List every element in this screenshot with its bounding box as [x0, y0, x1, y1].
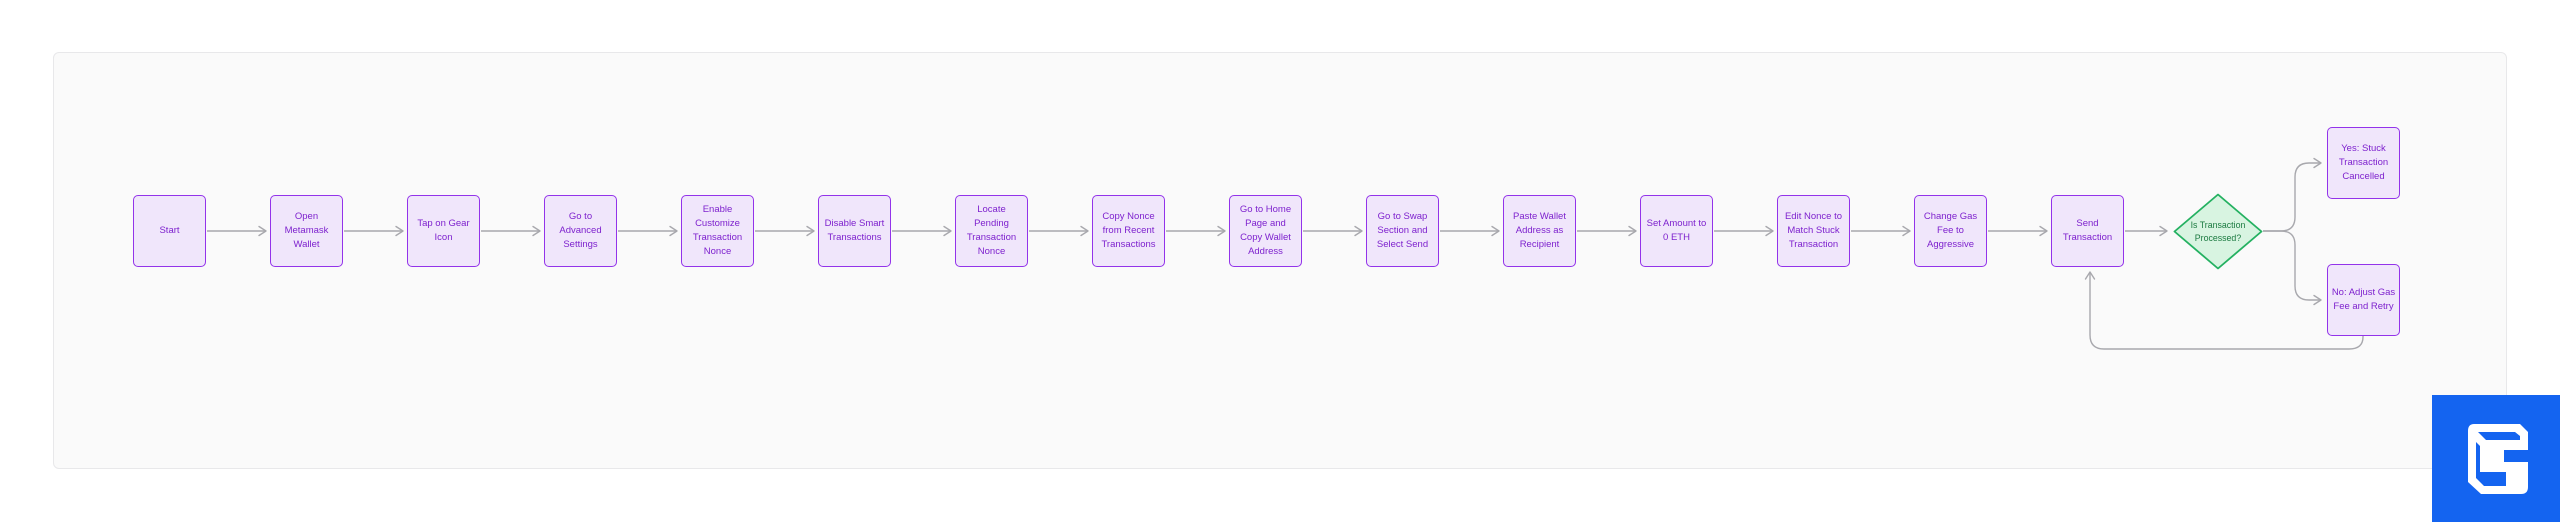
flow-node-swap-send[interactable]: Go to Swap Section and Select Send — [1366, 195, 1439, 267]
flow-node-is-processed[interactable]: Is Transaction Processed? — [2173, 193, 2263, 270]
flow-node-zero-eth[interactable]: Set Amount to 0 ETH — [1640, 195, 1713, 267]
flow-node-paste-recipient[interactable]: Paste Wallet Address as Recipient — [1503, 195, 1576, 267]
flow-node-disable-smart[interactable]: Disable Smart Transactions — [818, 195, 891, 267]
flow-node-edit-nonce[interactable]: Edit Nonce to Match Stuck Transaction — [1777, 195, 1850, 267]
flow-node-no-retry[interactable]: No: Adjust Gas Fee and Retry — [2327, 264, 2400, 336]
flow-node-yes-cancelled[interactable]: Yes: Stuck Transaction Cancelled — [2327, 127, 2400, 199]
decision-diamond-shape — [2173, 193, 2263, 270]
flow-node-send-tx[interactable]: Send Transaction — [2051, 195, 2124, 267]
flow-node-copy-address[interactable]: Go to Home Page and Copy Wallet Address — [1229, 195, 1302, 267]
flow-node-advanced-settings[interactable]: Go to Advanced Settings — [544, 195, 617, 267]
flow-node-enable-nonce[interactable]: Enable Customize Transaction Nonce — [681, 195, 754, 267]
flow-node-locate-nonce[interactable]: Locate Pending Transaction Nonce — [955, 195, 1028, 267]
cube-logo-icon — [2432, 395, 2560, 522]
flow-node-tap-gear[interactable]: Tap on Gear Icon — [407, 195, 480, 267]
flow-node-gas-aggressive[interactable]: Change Gas Fee to Aggressive — [1914, 195, 1987, 267]
watermark-badge — [2432, 395, 2560, 522]
flow-node-open-wallet[interactable]: Open Metamask Wallet — [270, 195, 343, 267]
flow-node-start[interactable]: Start — [133, 195, 206, 267]
flow-node-copy-nonce[interactable]: Copy Nonce from Recent Transactions — [1092, 195, 1165, 267]
decision-label: Is Transaction Processed? — [2190, 219, 2246, 243]
